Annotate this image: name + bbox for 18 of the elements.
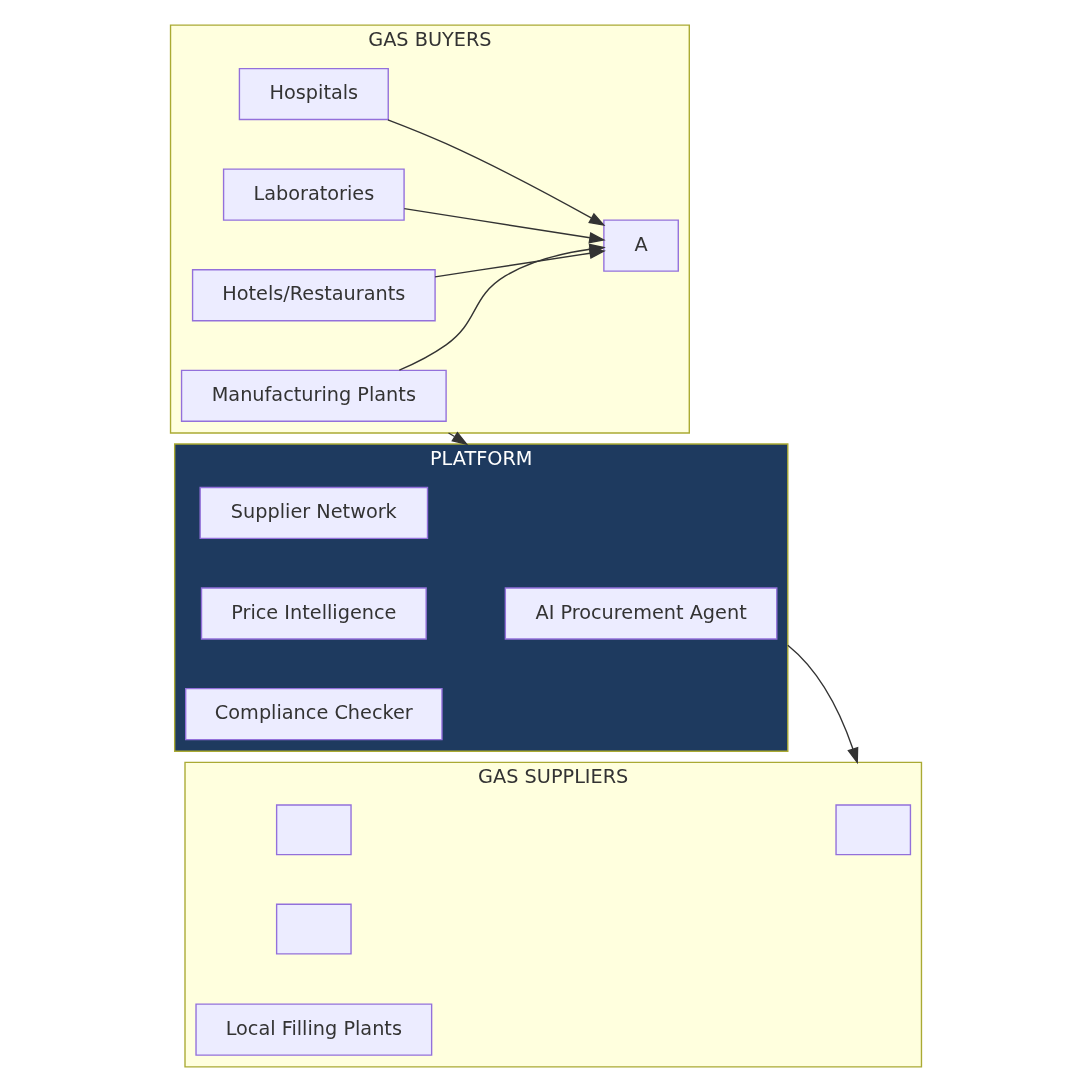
node-box: Supplier Network	[199, 486, 429, 540]
node-box: Hospitals	[238, 67, 389, 121]
node-box: Compliance Checker	[185, 687, 443, 741]
node-box: Price Intelligence	[200, 587, 427, 640]
node-box: Manufacturing Plants	[180, 369, 447, 422]
node-box	[275, 804, 352, 856]
node-box: A	[603, 219, 679, 272]
node-box: AI Procurement Agent	[504, 587, 778, 640]
arrow	[787, 644, 859, 765]
arrow	[403, 207, 606, 244]
node-box: Laboratories	[222, 168, 405, 221]
arrow	[447, 431, 469, 446]
node-box: Hotels/Restaurants	[191, 269, 436, 322]
node-box: Local Filling Plants	[195, 1003, 433, 1056]
node-box	[275, 903, 352, 955]
arrow	[434, 247, 606, 278]
node-box	[835, 804, 912, 856]
arrow	[387, 119, 606, 226]
